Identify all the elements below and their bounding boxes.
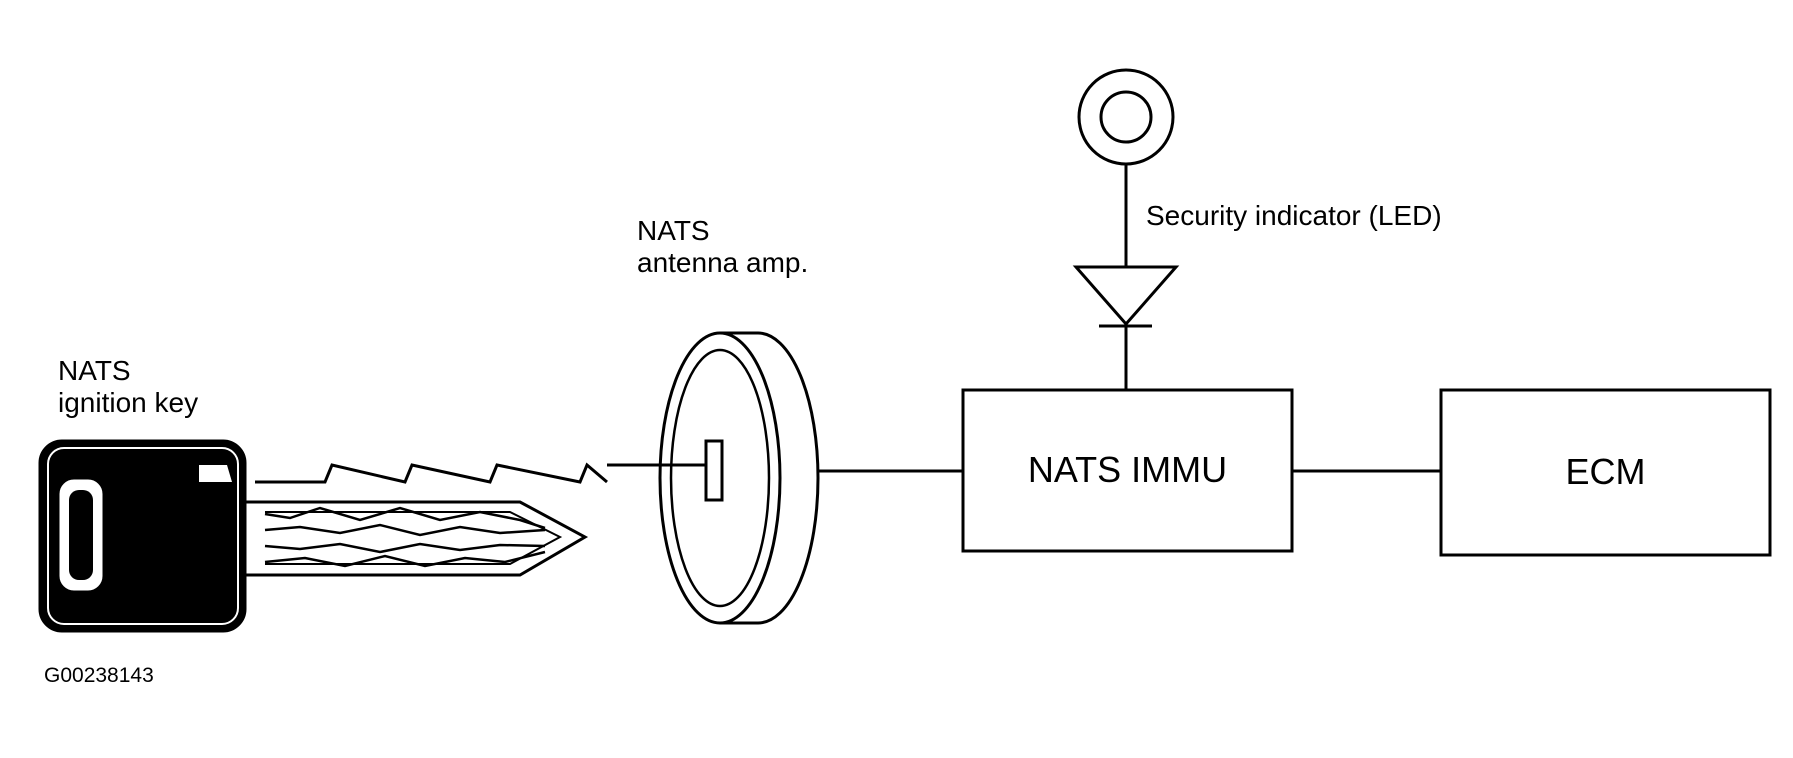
antenna-label-line1: NATS xyxy=(637,215,710,246)
led-diode-symbol xyxy=(1072,265,1180,327)
ecm-label: ECM xyxy=(1565,451,1646,492)
led-lamp-inner xyxy=(1099,90,1153,144)
key-label-line2: ignition key xyxy=(58,387,199,418)
antenna-label-line2: antenna amp. xyxy=(637,247,809,278)
antenna-label: NATS antenna amp. xyxy=(637,215,808,279)
antenna-coil-inner-ring xyxy=(669,348,771,608)
figure-code: G00238143 xyxy=(44,664,154,687)
key-groove-upper xyxy=(264,523,546,537)
led-label: Security indicator (LED) xyxy=(1146,200,1442,231)
antenna-chip xyxy=(704,439,724,502)
wireless-signal-zigzag xyxy=(255,462,608,484)
key-label-line1: NATS xyxy=(58,355,131,386)
antenna-amp xyxy=(658,331,820,625)
ignition-key xyxy=(38,439,589,633)
immu-label: NATS IMMU xyxy=(1027,449,1228,490)
key-head-inner-border xyxy=(47,447,239,625)
security-indicator xyxy=(1072,68,1180,390)
key-blade-edge xyxy=(265,511,563,565)
key-groove-top xyxy=(264,506,546,530)
key-label: NATS ignition key xyxy=(58,355,198,419)
key-head-slot-inner xyxy=(69,490,93,580)
key-groove-bottom xyxy=(264,550,546,568)
key-chip-mark xyxy=(199,465,232,482)
key-groove-lower xyxy=(264,542,546,554)
key-blade xyxy=(243,500,589,577)
ecm-box xyxy=(1439,388,1772,557)
